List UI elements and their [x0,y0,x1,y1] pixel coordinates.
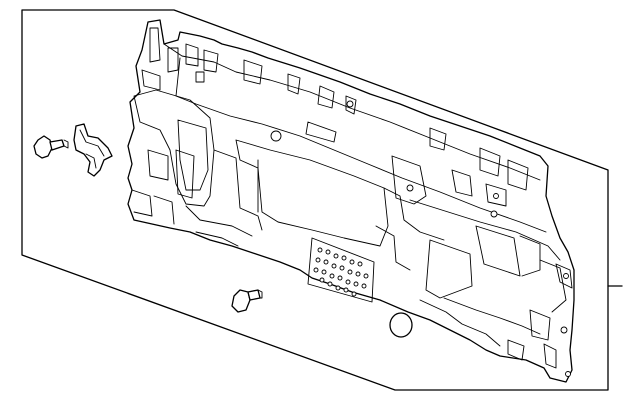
trim-panel [127,19,575,383]
retainer-clip [73,123,113,177]
round-plug [389,312,413,338]
vent-holes [313,247,369,297]
push-pin-fastener-2 [231,289,263,313]
frame-box [21,9,609,391]
push-pin-fastener-1 [33,135,69,159]
